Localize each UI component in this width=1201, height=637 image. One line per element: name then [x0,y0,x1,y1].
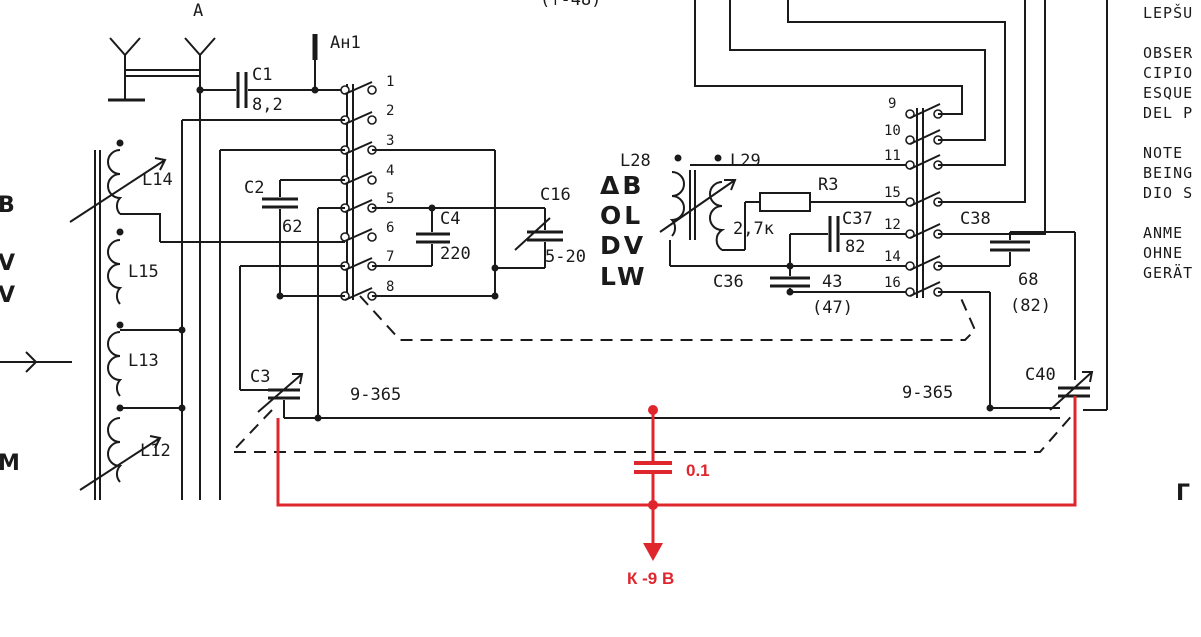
antenna-label: A [193,1,203,21]
pin-label: 4 [386,163,394,179]
gang-link-upper [359,295,977,341]
side-text-line: ESQUE [1143,84,1193,102]
capacitor-c36-value: 43 [822,272,842,292]
pin-label: 5 [386,191,394,207]
right-edge-letter: Г [1176,481,1190,506]
left-band-switch [340,81,377,301]
pin-label: 8 [386,279,394,295]
pin-label: 16 [884,275,901,291]
capacitor-c1-label: C1 [252,65,272,85]
pin-label: 3 [386,133,394,149]
pin-label: 11 [884,148,901,164]
switch-label: Aн1 [330,33,361,53]
side-text-line: CIPIO [1143,64,1193,82]
capacitor-c4-value: 220 [440,244,471,264]
capacitor-c40-label: C40 [1025,365,1056,385]
right-band-switch [905,103,943,298]
coil-l28-icon [669,171,685,237]
added-supply-circuit [276,396,1077,561]
pin-label: 14 [884,249,901,265]
pin-label: 1 [386,74,394,90]
supply-arrow-icon [643,543,663,561]
edge-letter: M [0,451,20,476]
side-text-line: OHNE [1143,244,1183,262]
side-text-line: BEING [1143,164,1193,182]
coil-l13-label: L13 [128,351,159,371]
edge-letter: B [0,193,15,218]
side-text-line: OBSER [1143,44,1193,62]
capacitor-c2-label: C2 [244,178,264,198]
edge-letter: V [0,251,15,276]
supply-voltage-label: К -9 В [627,569,674,588]
capacitor-c36-alt-value: (47) [812,298,853,318]
left-edge-letters: B V V M [0,193,20,476]
capacitor-c2-value: 62 [282,217,302,237]
resistor-r3-label: R3 [818,175,838,195]
side-text-line: NOTE [1143,144,1183,162]
band-label: DV [600,231,646,260]
tuning-left-label: 9-365 [350,385,401,405]
pin-label: 10 [884,123,901,139]
top-fragment-label: (↑-48) [540,0,601,10]
pin-label: 9 [888,96,896,112]
capacitor-c38-value: 68 [1018,270,1038,290]
band-label: LW [600,262,648,291]
side-text-block: LEPŠU OBSER CIPIO ESQUE DEL P NOTE BEING… [1143,3,1193,282]
capacitor-c38-label: C38 [960,209,991,229]
left-edge-arrow [0,351,72,373]
side-text-line: DIO S [1143,184,1193,202]
resistor-r3-icon [759,192,811,212]
pin-label: 15 [884,185,901,201]
pin-label: 6 [386,220,394,236]
antenna-left-icon [108,37,145,102]
coil-l15-label: L15 [128,262,159,282]
tuning-right-label: 9-365 [902,383,953,403]
antenna-right-icon [184,37,216,500]
side-text-line: LEPŠU [1143,3,1193,22]
capacitor-c16-value: 5-20 [545,247,586,267]
coil-l29-icon [659,179,737,251]
coil-l14-label: L14 [142,170,173,190]
coil-l14-icon [69,139,167,223]
added-capacitor-value: 0.1 [686,461,710,480]
coil-l29-label: L29 [730,151,761,171]
side-text-line: DEL P [1143,104,1193,122]
capacitor-c4-label: C4 [440,209,460,229]
coil-l13-icon [107,321,124,397]
band-labels: ΔB OL DV LW [600,171,648,291]
left-switch-pin-labels: 1 2 3 4 5 6 7 8 [386,74,394,295]
capacitor-c3-label: C3 [250,367,270,387]
capacitor-c38-alt-value: (82) [1010,296,1051,316]
side-text-line: GERÄT [1143,263,1193,282]
resistor-r3-value: 2,7к [733,219,774,239]
capacitor-c1-value: 8,2 [252,95,283,115]
pin-label: 12 [884,217,901,233]
coil-l12-label: L12 [140,441,171,461]
coil-l15-icon [107,228,124,305]
capacitor-c16-label: C16 [540,185,571,205]
coil-l28-label: L28 [620,151,651,171]
capacitor-c37-value: 82 [845,237,865,257]
pin-label: 2 [386,103,394,119]
edge-letter: V [0,283,15,308]
capacitor-c36-label: C36 [713,272,744,292]
band-label: OL [600,201,643,230]
right-switch-pin-labels: 9 10 11 15 12 14 16 [884,96,901,291]
band-label: ΔB [600,171,644,200]
capacitor-c37-label: C37 [842,209,873,229]
side-text-line: ANME [1143,224,1183,242]
pin-label: 7 [386,249,394,265]
gang-link-lower [229,409,1076,453]
